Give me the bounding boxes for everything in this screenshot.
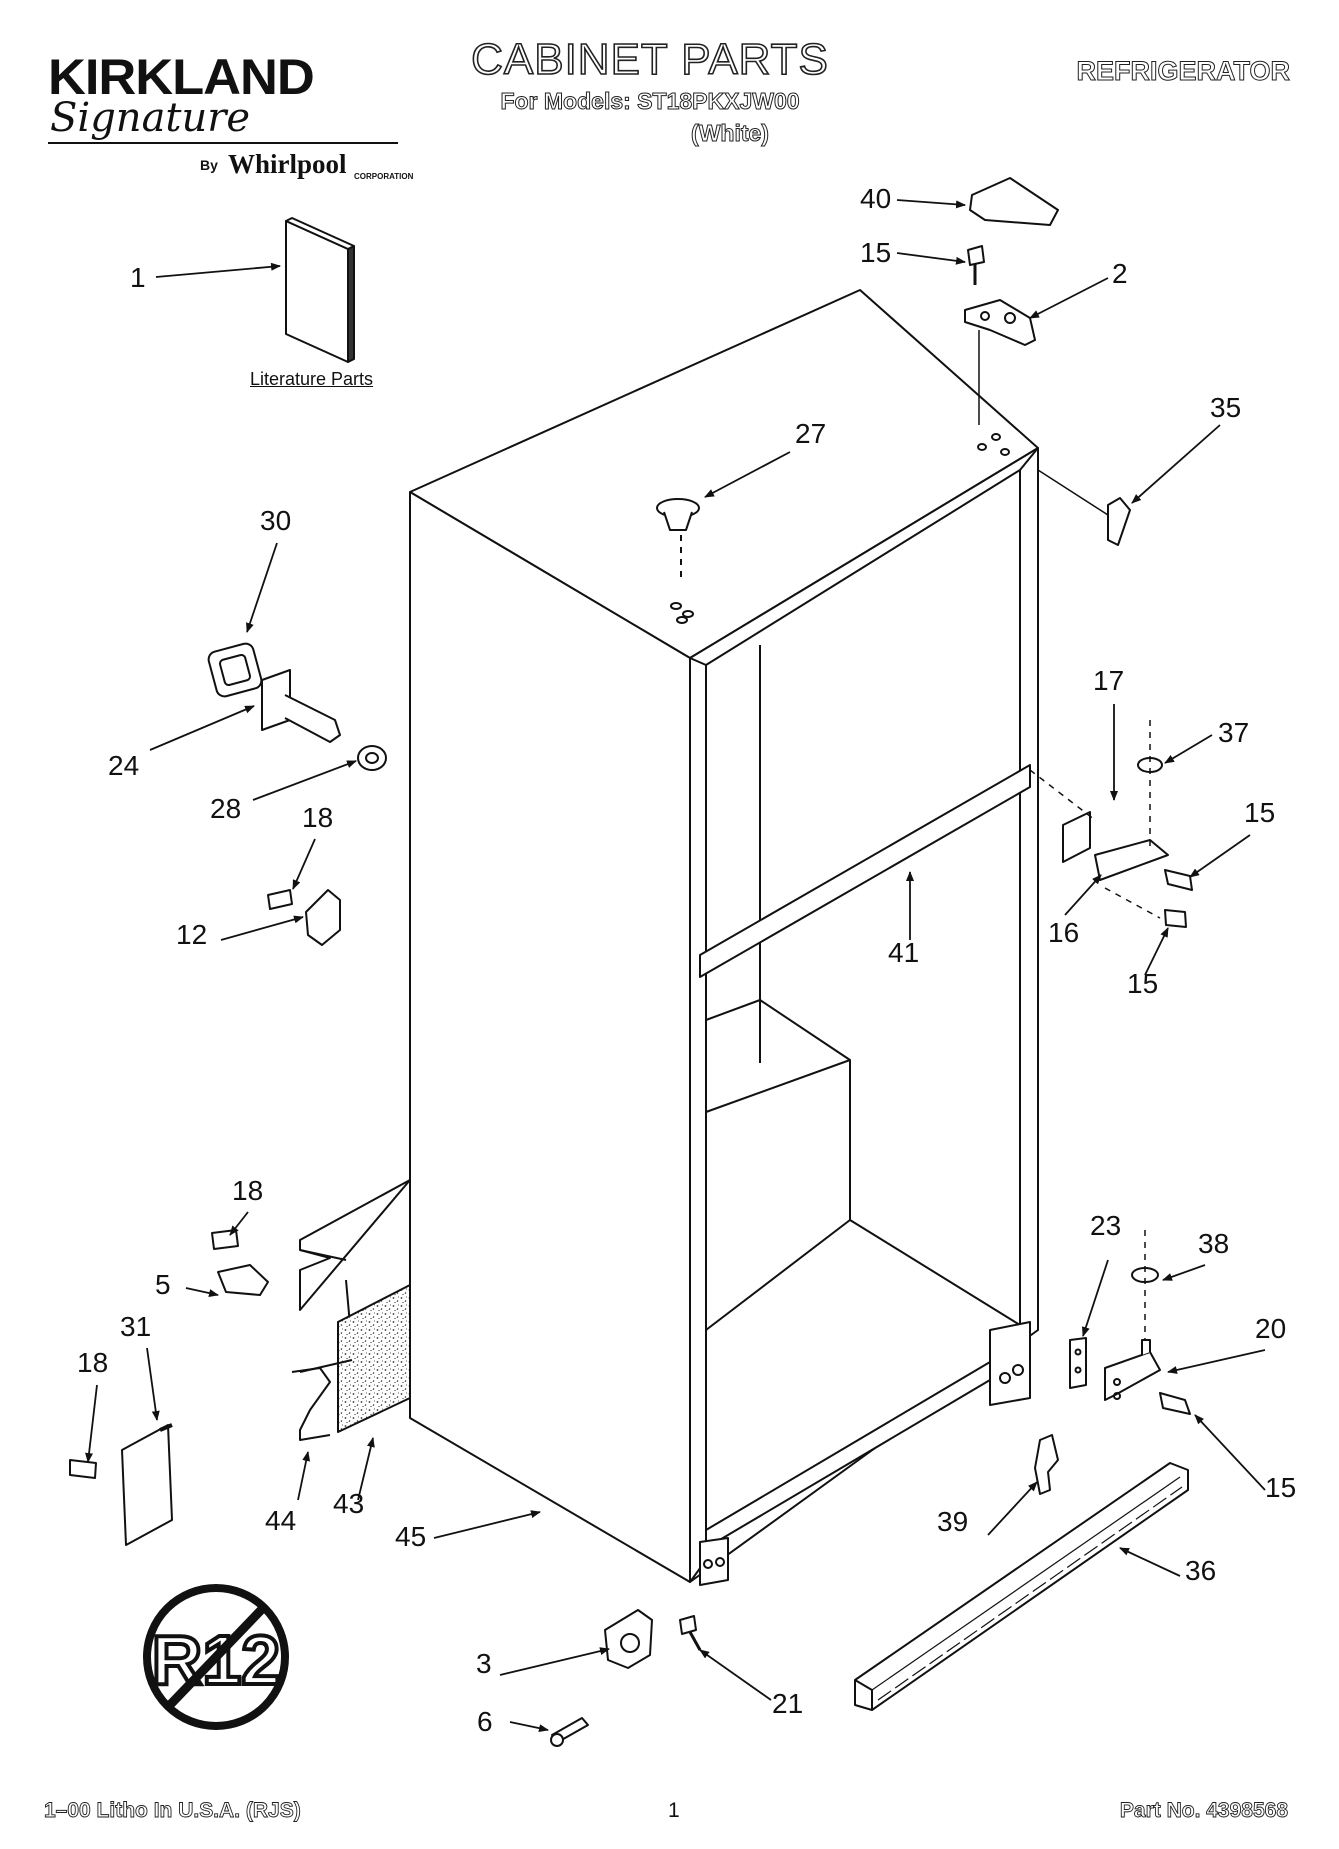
category-label: REFRIGERATOR (1076, 56, 1291, 86)
roller-3 (550, 1609, 702, 1747)
bottom-hinge-20 (1069, 1230, 1191, 1415)
page-title: CABINET PARTS (470, 35, 829, 84)
callout-23: 23 (1090, 1210, 1121, 1241)
callout-38: 38 (1198, 1228, 1229, 1259)
callout-40: 40 (860, 183, 891, 214)
model-line: For Models: ST18PKXJW00 (500, 88, 800, 114)
callout-6: 6 (477, 1706, 493, 1737)
callout-17: 17 (1093, 665, 1124, 696)
callout-18-upper: 18 (302, 802, 333, 833)
hinge-trim-35 (1107, 497, 1131, 546)
callout-5: 5 (155, 1269, 171, 1300)
callout-1: 1 (130, 262, 146, 293)
clip-12 (267, 889, 341, 946)
footer-page-number: 1 (668, 1799, 680, 1822)
r12-prohibited-badge: R12 (143, 1584, 289, 1730)
hinge-cover-40 (969, 177, 1059, 226)
cabinet-body (409, 289, 1039, 1586)
brand-corporation: CORPORATION (354, 172, 414, 181)
callout-44: 44 (265, 1505, 296, 1536)
brand-name: KIRKLAND (48, 49, 315, 105)
part-shapes (69, 177, 1193, 1747)
callout-39: 39 (937, 1506, 968, 1537)
callout-30: 30 (260, 505, 291, 536)
brand-by: By (200, 157, 218, 173)
callout-12: 12 (176, 919, 207, 950)
callout-36: 36 (1185, 1555, 1216, 1586)
callout-31: 31 (120, 1311, 151, 1342)
callout-24: 24 (108, 750, 139, 781)
callout-43: 43 (333, 1488, 364, 1519)
insulation-43 (291, 1249, 411, 1441)
callout-16: 16 (1048, 917, 1079, 948)
leader-lines (85, 199, 1266, 1733)
callout-27: 27 (795, 418, 826, 449)
callout-15-mid-right: 15 (1244, 797, 1275, 828)
grille-clip-39 (1034, 1434, 1059, 1495)
callout-18-mid: 18 (232, 1175, 263, 1206)
callout-41: 41 (888, 937, 919, 968)
color-variant: (White) (691, 120, 770, 146)
access-cover-31 (69, 1423, 173, 1546)
footer-print-info: 1–00 Litho In U.S.A. (RJS) (44, 1799, 302, 1822)
callout-37: 37 (1218, 717, 1249, 748)
callout-labels: 1 40 15 2 27 35 30 24 28 18 12 17 37 15 … (77, 183, 1296, 1737)
callout-20: 20 (1255, 1313, 1286, 1344)
callout-18-lower: 18 (77, 1347, 108, 1378)
brand-logo: KIRKLAND Signature By Whirlpool CORPORAT… (48, 49, 413, 187)
callout-45: 45 (395, 1521, 426, 1552)
brand-script: Signature (50, 95, 251, 141)
fill-tube-parts (207, 642, 387, 771)
callout-15-mid: 15 (1127, 968, 1158, 999)
callout-15-top: 15 (860, 237, 891, 268)
callout-15-bottom: 15 (1265, 1472, 1296, 1503)
top-hinge-2 (964, 245, 1036, 425)
callout-3: 3 (476, 1648, 492, 1679)
literature-booklet (285, 217, 355, 363)
center-hinge-16 (1029, 720, 1193, 928)
callout-2: 2 (1112, 258, 1128, 289)
brand-rule (48, 142, 398, 144)
toe-grille-36 (854, 1462, 1189, 1711)
brand-maker: Whirlpool (228, 149, 347, 179)
plug-27 (656, 498, 700, 580)
callout-28: 28 (210, 793, 241, 824)
footer-part-number: Part No. 4398568 (1119, 1799, 1288, 1822)
literature-parts-label: Literature Parts (250, 369, 374, 389)
callout-35: 35 (1210, 392, 1241, 423)
callout-21: 21 (772, 1688, 803, 1719)
